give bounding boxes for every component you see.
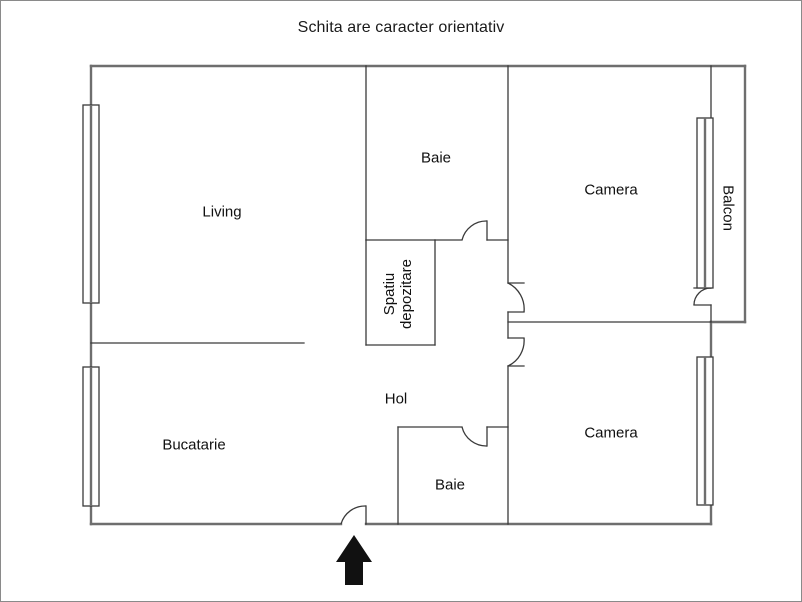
room-label-camera-sus: Camera bbox=[584, 181, 638, 199]
door-arc-balcon bbox=[693, 287, 712, 306]
door-arc-baie-sus bbox=[461, 220, 488, 241]
room-label-hol: Hol bbox=[384, 390, 408, 408]
page-title: Schita are caracter orientativ bbox=[297, 19, 505, 36]
entrance-arrow-up-icon bbox=[336, 535, 372, 585]
room-label-living: Living bbox=[202, 203, 242, 221]
room-label-baie-jos: Baie bbox=[434, 476, 466, 494]
door-arc-entrance bbox=[340, 505, 367, 525]
room-label-baie-sus: Baie bbox=[420, 149, 452, 167]
room-label-bucatarie: Bucatarie bbox=[162, 436, 226, 454]
exterior-walls bbox=[89, 64, 747, 526]
entrance-arrow-icon bbox=[336, 535, 372, 585]
room-label-spatiu-depozitare: Spatiu depozitare bbox=[381, 259, 415, 329]
window-mullions bbox=[89, 105, 707, 506]
door-arc-baie-jos bbox=[461, 426, 488, 447]
interior-walls bbox=[90, 65, 712, 525]
depozitare-label-line1: Spatiu bbox=[381, 272, 398, 316]
door-arc-camera-sus bbox=[507, 282, 525, 313]
door-arc-camera-jos bbox=[507, 337, 525, 367]
room-label-camera-jos: Camera bbox=[584, 424, 638, 442]
depozitare-label-line2: depozitare bbox=[398, 258, 415, 330]
room-label-balcon: Balcon bbox=[719, 185, 737, 231]
